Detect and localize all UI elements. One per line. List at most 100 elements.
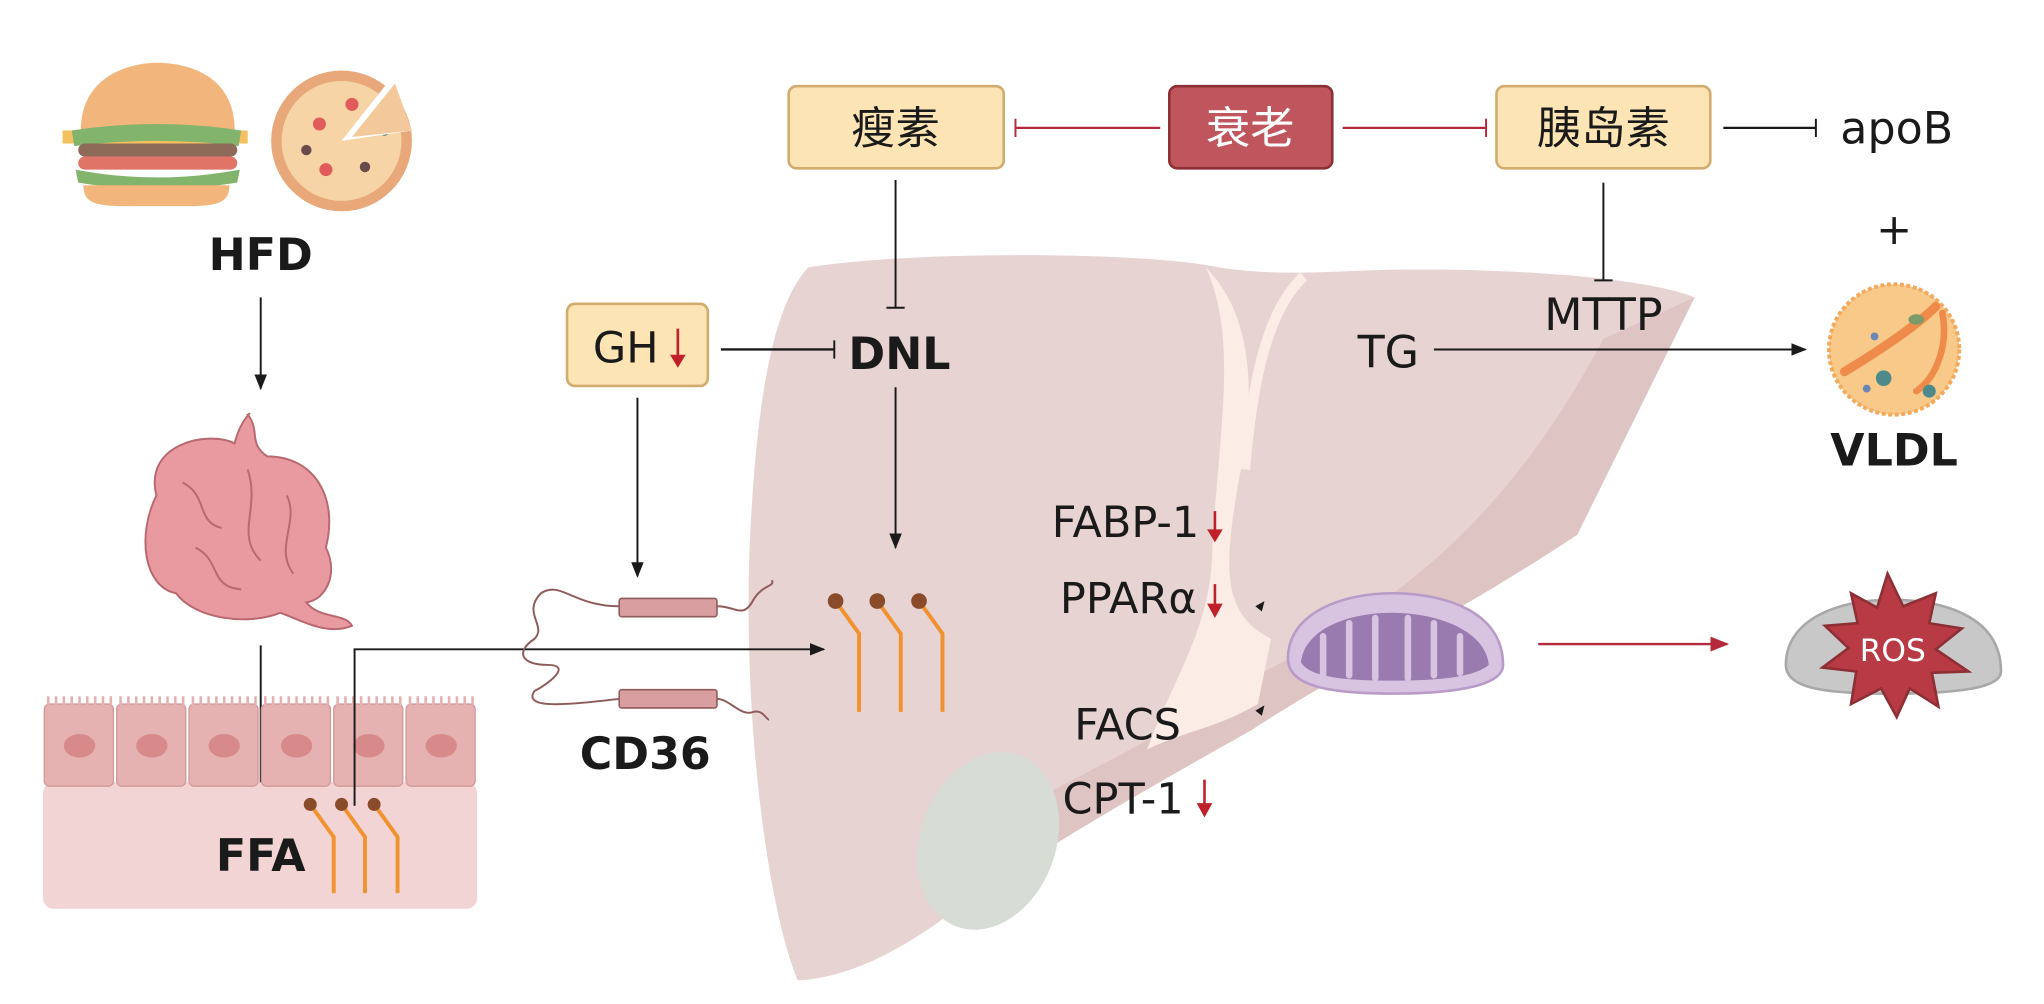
microvillus (166, 696, 169, 706)
microvillus (303, 696, 306, 706)
microvillus (391, 696, 394, 706)
microvillus (109, 696, 113, 706)
fatty-acids-liver (827, 593, 945, 712)
intestinal-epithelium (43, 696, 478, 909)
cpt1-label: CPT-1 (1062, 775, 1183, 825)
fatty-acids-ffa (303, 797, 400, 894)
microvillus (398, 696, 402, 706)
gh-label: GH (593, 324, 659, 374)
fatty-acid-chain (875, 599, 903, 712)
mttp-label: MTTP (1544, 290, 1662, 341)
inhibit-aging-leptin (1014, 118, 1161, 138)
microvillus (230, 696, 234, 706)
microvillus (351, 696, 355, 706)
inhibit-gh-dnl (720, 340, 836, 359)
microvillus (119, 696, 122, 706)
gallbladder (917, 752, 1060, 930)
ros-label: ROS (1860, 633, 1926, 669)
apob-label: apoB (1840, 104, 1953, 155)
microvillus (287, 696, 291, 706)
leptin-node: 瘦素 (787, 84, 1006, 170)
microvillus (367, 696, 371, 706)
dnl-label: DNL (848, 329, 950, 380)
fatty-acid-chain (308, 803, 336, 894)
ppara-label: PPARα (1060, 574, 1197, 624)
microvillus (471, 696, 474, 706)
insulin-label: 胰岛素 (1537, 104, 1670, 155)
aging-node: 衰老 (1168, 84, 1334, 170)
microvillus (318, 696, 322, 706)
microvillus (326, 696, 330, 706)
fatty-acid-head (869, 593, 886, 609)
cd36-receptor-icon (522, 579, 774, 721)
intestine-icon (144, 412, 354, 631)
cell-nucleus (136, 734, 168, 758)
microvillus (127, 696, 130, 706)
cell-nucleus (63, 734, 96, 758)
insulin-node: 胰岛素 (1495, 84, 1712, 170)
microvillus (439, 696, 443, 706)
fatty-acid-chain (339, 803, 367, 894)
microvillus (279, 696, 283, 706)
microvillus (181, 696, 185, 706)
hfd-label: HFD (209, 230, 313, 281)
microvillus (344, 696, 347, 706)
fatty-acid-chain (372, 803, 400, 894)
cell-nucleus (353, 734, 385, 758)
microvillus (134, 696, 138, 706)
cell-nucleus (280, 734, 313, 758)
microvillus (375, 696, 379, 706)
pizza-icon (271, 70, 412, 212)
fatty-acid-head (335, 797, 349, 811)
fabp1-label: FABP-1 (1052, 498, 1200, 548)
microvillus (158, 696, 161, 706)
microvillus (408, 696, 412, 706)
microvillus (62, 696, 66, 706)
microvillus (263, 696, 267, 706)
vldl-particle-icon (1826, 282, 1962, 417)
pointer-icon (1255, 601, 1265, 612)
microvillus (463, 696, 467, 706)
microvillus (101, 696, 105, 706)
microvillus (142, 696, 146, 706)
microvillus (191, 696, 195, 706)
microvillus (199, 696, 203, 706)
microvillus (455, 696, 459, 706)
fatty-acid-head (303, 797, 317, 811)
down-arrow-icon (1196, 779, 1213, 818)
microvillus (238, 696, 242, 706)
microvillus (310, 696, 314, 706)
microvillus (70, 696, 73, 706)
microvillus (416, 696, 420, 706)
tg-label: TG (1357, 328, 1419, 379)
fatty-acid-chain (917, 599, 945, 712)
ros-damaged-mitochondrion-icon (1784, 570, 2003, 721)
cell-nucleus (425, 734, 457, 758)
down-arrow-icon (670, 328, 686, 368)
microvillus (271, 696, 275, 706)
inhibit-insulin-apob (1723, 118, 1817, 138)
microvillus (295, 696, 298, 706)
aging-label: 衰老 (1206, 104, 1295, 155)
vldl-label: VLDL (1830, 426, 1958, 477)
microvillus (432, 696, 435, 706)
microvillus (424, 696, 427, 706)
microvillus (447, 696, 451, 706)
microvillus (174, 696, 177, 706)
gh-node: GH (565, 302, 710, 388)
plus-sign: + (1876, 205, 1912, 255)
pointer-icon (1255, 705, 1265, 716)
inhibit-aging-insulin (1342, 118, 1488, 138)
microvillus (93, 696, 97, 706)
ffa-label: FFA (216, 831, 306, 882)
arrow-ffa-to-liver (353, 643, 826, 806)
leptin-label: 瘦素 (851, 104, 940, 155)
microvillus (222, 696, 226, 706)
down-arrow-icon (1207, 584, 1223, 619)
microvillus (78, 696, 81, 706)
microvillus (86, 696, 89, 706)
microvillus (254, 696, 257, 706)
microvillus (383, 696, 386, 706)
microvillus (336, 696, 339, 706)
